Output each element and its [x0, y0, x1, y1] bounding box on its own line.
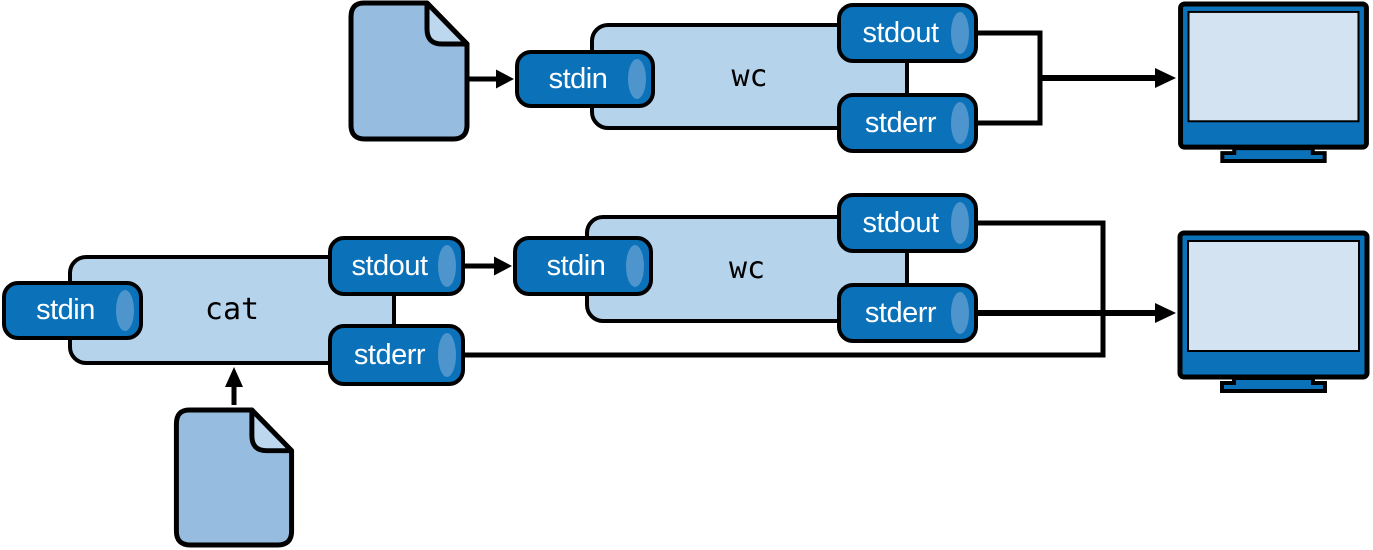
stdout-label: stdout	[351, 249, 429, 282]
process-name-label: cat	[204, 292, 260, 327]
stdin-cylinder-wc-top: stdin	[515, 50, 655, 108]
stdout-label: stdout	[862, 16, 940, 49]
stdout-cylinder-wc-bottom: stdout	[837, 193, 978, 253]
file-icon-bottom	[173, 407, 295, 548]
stdout-label: stdout	[862, 206, 940, 239]
arrow-file-to-wc-stdin-top	[467, 69, 514, 89]
junction-wc-stdout-stderr-top	[978, 30, 1043, 126]
arrow-file-to-cat	[225, 367, 243, 405]
stdin-label: stdin	[36, 294, 95, 326]
stderr-label: stderr	[864, 106, 937, 139]
file-icon-top	[348, 0, 470, 142]
stdout-cylinder-wc-top: stdout	[837, 3, 978, 63]
stderr-label: stderr	[864, 296, 937, 329]
pipe-cap	[116, 290, 134, 331]
pipe-cap	[438, 245, 456, 287]
arrow-cat-stdout-to-wc-stdin	[465, 256, 512, 276]
junction-cat-stderr-wc-stdout	[465, 220, 1106, 358]
pipe-cap	[951, 12, 969, 54]
stderr-label: stderr	[353, 338, 426, 371]
pipe-cap	[951, 292, 969, 334]
stdin-cylinder-wc-bottom: stdin	[513, 236, 653, 296]
stdin-label: stdin	[548, 62, 608, 95]
terminal-monitor-icon-top	[1178, 1, 1369, 164]
stderr-cylinder-cat: stderr	[328, 324, 465, 386]
stderr-cylinder-wc-bottom: stderr	[837, 283, 978, 343]
stderr-cylinder-wc-top: stderr	[837, 93, 978, 153]
arrow-wc-stderr-to-monitor-bottom	[978, 303, 1176, 323]
pipe-cap	[628, 59, 646, 99]
arrow-wc-to-monitor-top	[1038, 68, 1176, 88]
pipe-cap	[626, 245, 644, 287]
terminal-monitor-icon-bottom	[1177, 230, 1370, 393]
stdin-label: stdin	[546, 249, 606, 282]
pipe-cap	[951, 102, 969, 144]
stdout-cylinder-cat: stdout	[328, 236, 465, 296]
stdin-cylinder-cat: stdin	[2, 281, 143, 340]
pipe-cap	[438, 333, 456, 377]
process-name-label: wc	[731, 58, 768, 94]
process-name-label: wc	[728, 251, 766, 286]
pipe-cap	[951, 202, 969, 244]
